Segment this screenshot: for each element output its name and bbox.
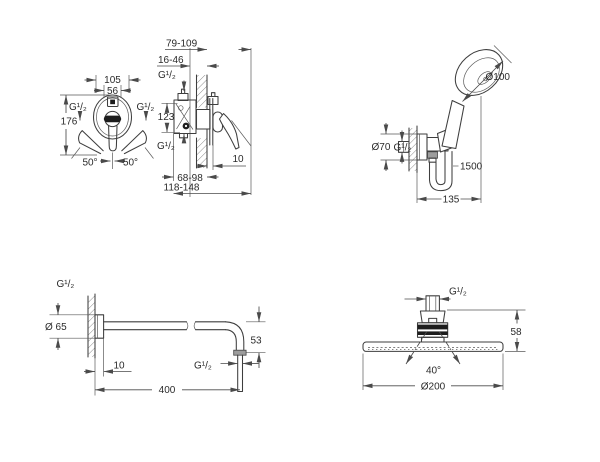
label-thread: G¹/₂ (449, 287, 467, 298)
dim-mixer-width-outer: 105 (104, 75, 121, 86)
stem-thread-lines (429, 295, 437, 311)
view-mixer-side: 79-109 16-46 G¹/₂ 123 G¹/₂ 10 68-98 118-… (157, 39, 252, 197)
dim-plate-offset: 10 (233, 154, 245, 165)
label-thread: G¹/₂ (394, 143, 412, 154)
dim-wall-offset: 10 (114, 361, 126, 372)
shower-disc (362, 341, 504, 352)
extension-lines (49, 314, 266, 377)
extension-lines (362, 309, 526, 390)
dim-height: 58 (510, 327, 522, 338)
view-shower-arm: G¹/₂ Ø 65 10 G¹/₂ 53 400 (45, 279, 266, 396)
extension-lines (161, 102, 180, 133)
diverter-button (106, 96, 119, 108)
escutcheon-inner-line (96, 97, 129, 137)
view-hand-shower: Ø100 Ø70 G¹/₂ 1500 135 (372, 45, 512, 205)
top-union (177, 92, 189, 102)
housing-notch (428, 317, 438, 324)
outlet-pipe (237, 354, 244, 393)
angle-reference-lines (71, 147, 154, 169)
dim-rosette-diameter: Ø70 (372, 142, 391, 153)
wall-hatch-lower (196, 138, 207, 168)
label-thread-bottom: G¹/₂ (157, 141, 175, 152)
wall-hatch (409, 128, 417, 171)
screw-detail (178, 105, 184, 111)
dim-depth-body: 68-98 (177, 173, 203, 184)
dim-length: 400 (159, 385, 176, 396)
lever-side (218, 112, 240, 150)
extension-lines (60, 75, 130, 156)
view-mixer-front: 105 56 G¹/₂ G¹/₂ 176 50° 50° (60, 75, 154, 169)
outlet-nipple (210, 92, 216, 98)
arm-elbow (224, 321, 245, 351)
hose-nut (428, 157, 437, 163)
wall-rosette (416, 133, 428, 161)
dim-diameter: Ø200 (421, 381, 446, 392)
extension-lines (173, 48, 252, 197)
dim-drop: 53 (251, 336, 263, 347)
lever-projection-line (231, 120, 252, 147)
label-thread-left: G¹/₂ (69, 102, 87, 113)
dim-angle-left: 50° (82, 158, 97, 169)
bottom-stub (178, 132, 189, 139)
dim-head-diameter: Ø100 (486, 72, 511, 83)
dim-line (462, 60, 504, 102)
connector-stem (425, 295, 440, 312)
label-thread-top: G¹/₂ (158, 70, 176, 81)
label-thread-right: G¹/₂ (137, 102, 155, 113)
view-head-shower: G¹/₂ 58 40° Ø200 (362, 287, 526, 392)
coupling-ring (233, 349, 247, 356)
tube-break-symbol (186, 321, 196, 330)
dim-depth-plate: 16-46 (158, 55, 184, 66)
extension-lines (380, 133, 417, 161)
extension-lines (416, 96, 482, 203)
dim-flange-diameter: Ø 65 (45, 322, 67, 333)
dim-port-distance: 123 (158, 112, 175, 123)
dim-angle-right: 50° (123, 158, 138, 169)
lever-cap (103, 115, 122, 123)
collar-band-upper (417, 324, 448, 330)
dim-mixer-height: 176 (61, 117, 78, 128)
diverter-button-cap (110, 99, 115, 105)
label-thread-wall: G¹/₂ (57, 279, 75, 290)
dim-hose-length: 1500 (460, 162, 483, 173)
seal-ring-center (184, 124, 188, 128)
dim-projection: 135 (443, 194, 460, 205)
wall-section-edges (195, 74, 208, 169)
wall-hatch (88, 296, 95, 357)
label-thread-outlet: G¹/₂ (194, 361, 212, 372)
dim-depth-total: 79-109 (166, 39, 198, 50)
lever-swing-envelope (78, 130, 147, 155)
dim-depth-overall: 118-148 (164, 183, 200, 194)
collar-band-lower (417, 331, 448, 335)
wall-hatch-upper (196, 75, 207, 108)
arm-flange (94, 314, 105, 339)
dim-mixer-width-inner: 56 (107, 86, 119, 97)
dim-spray-angle: 40° (426, 366, 441, 377)
extension-tick (493, 45, 512, 64)
arm-tube (103, 321, 227, 331)
escutcheon-outline (92, 94, 133, 140)
lever-handle (108, 125, 118, 152)
hand-shower-handle (441, 99, 465, 150)
escutcheon-section (209, 97, 214, 146)
collar-neck (420, 336, 445, 343)
cartridge-through-wall (195, 108, 211, 130)
shower-hose (428, 150, 453, 192)
hose-nipple (427, 151, 438, 159)
